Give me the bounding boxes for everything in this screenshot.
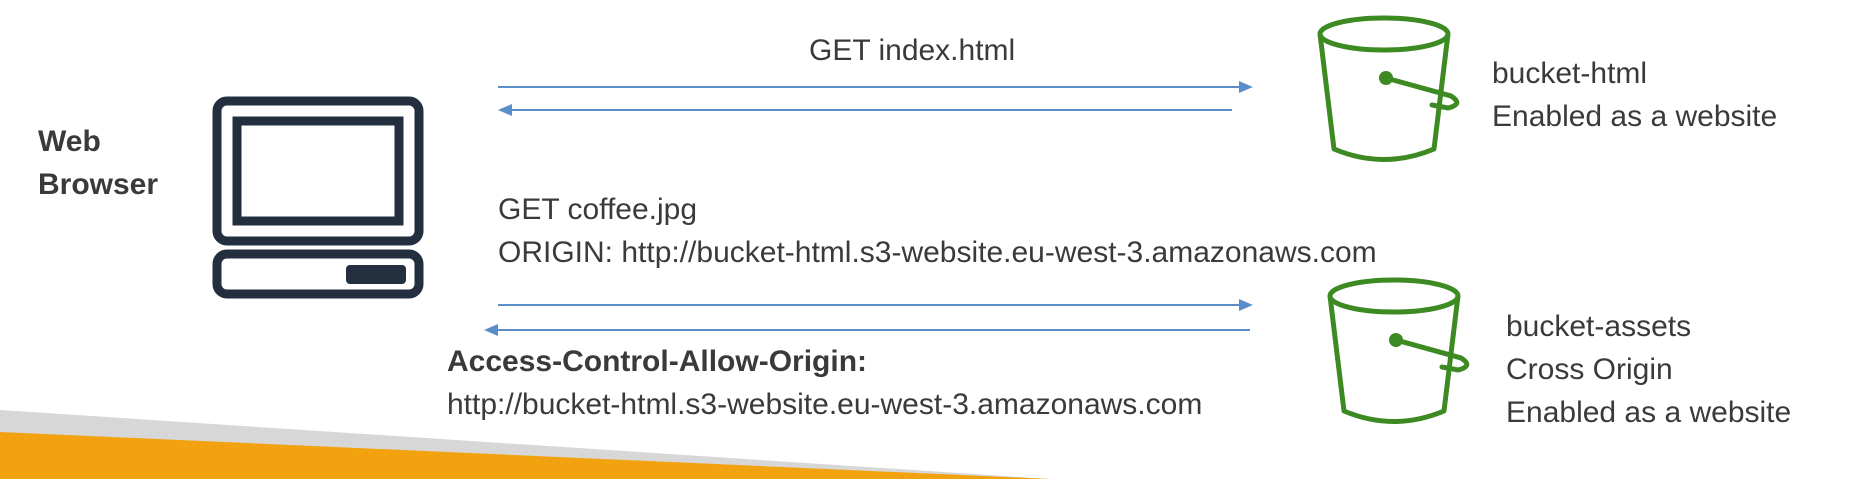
bucket-assets-note2: Enabled as a website — [1506, 396, 1792, 429]
response-arrow-1 — [498, 104, 1232, 116]
bucket-icon — [1317, 15, 1460, 162]
request2-label: GET coffee.jpg ORIGIN: http://bucket-htm… — [498, 188, 1377, 274]
acao-header-label: Access-Control-Allow-Origin: — [447, 345, 868, 378]
response-arrow-2 — [484, 324, 1250, 336]
origin-header-label: ORIGIN: http://bucket-html.s3-website.eu… — [498, 236, 1377, 269]
footer-banner-orange — [0, 432, 1050, 479]
bucket-assets-note1: Cross Origin — [1506, 353, 1673, 386]
request-arrow-2 — [498, 299, 1253, 311]
bucket-icon — [1327, 277, 1470, 424]
bucket-assets-name: bucket-assets — [1506, 310, 1692, 343]
bucket-html-label: bucket-html Enabled as a website — [1492, 52, 1777, 138]
web-browser-label: Web Browser — [38, 120, 158, 206]
get-index-label: GET index.html — [809, 34, 1016, 67]
bucket-html-note: Enabled as a website — [1492, 100, 1778, 133]
web-browser-label-line2: Browser — [38, 168, 159, 201]
response2-label: Access-Control-Allow-Origin: http://buck… — [447, 340, 1202, 426]
acao-value-label: http://bucket-html.s3-website.eu-west-3.… — [447, 388, 1203, 421]
request-arrow-1 — [498, 81, 1253, 93]
bucket-html-name: bucket-html — [1492, 57, 1648, 90]
web-browser-label-line1: Web — [38, 125, 101, 158]
bucket-assets-label: bucket-assets Cross Origin Enabled as a … — [1506, 305, 1791, 434]
computer-icon — [212, 96, 424, 299]
get-coffee-label: GET coffee.jpg — [498, 193, 698, 226]
